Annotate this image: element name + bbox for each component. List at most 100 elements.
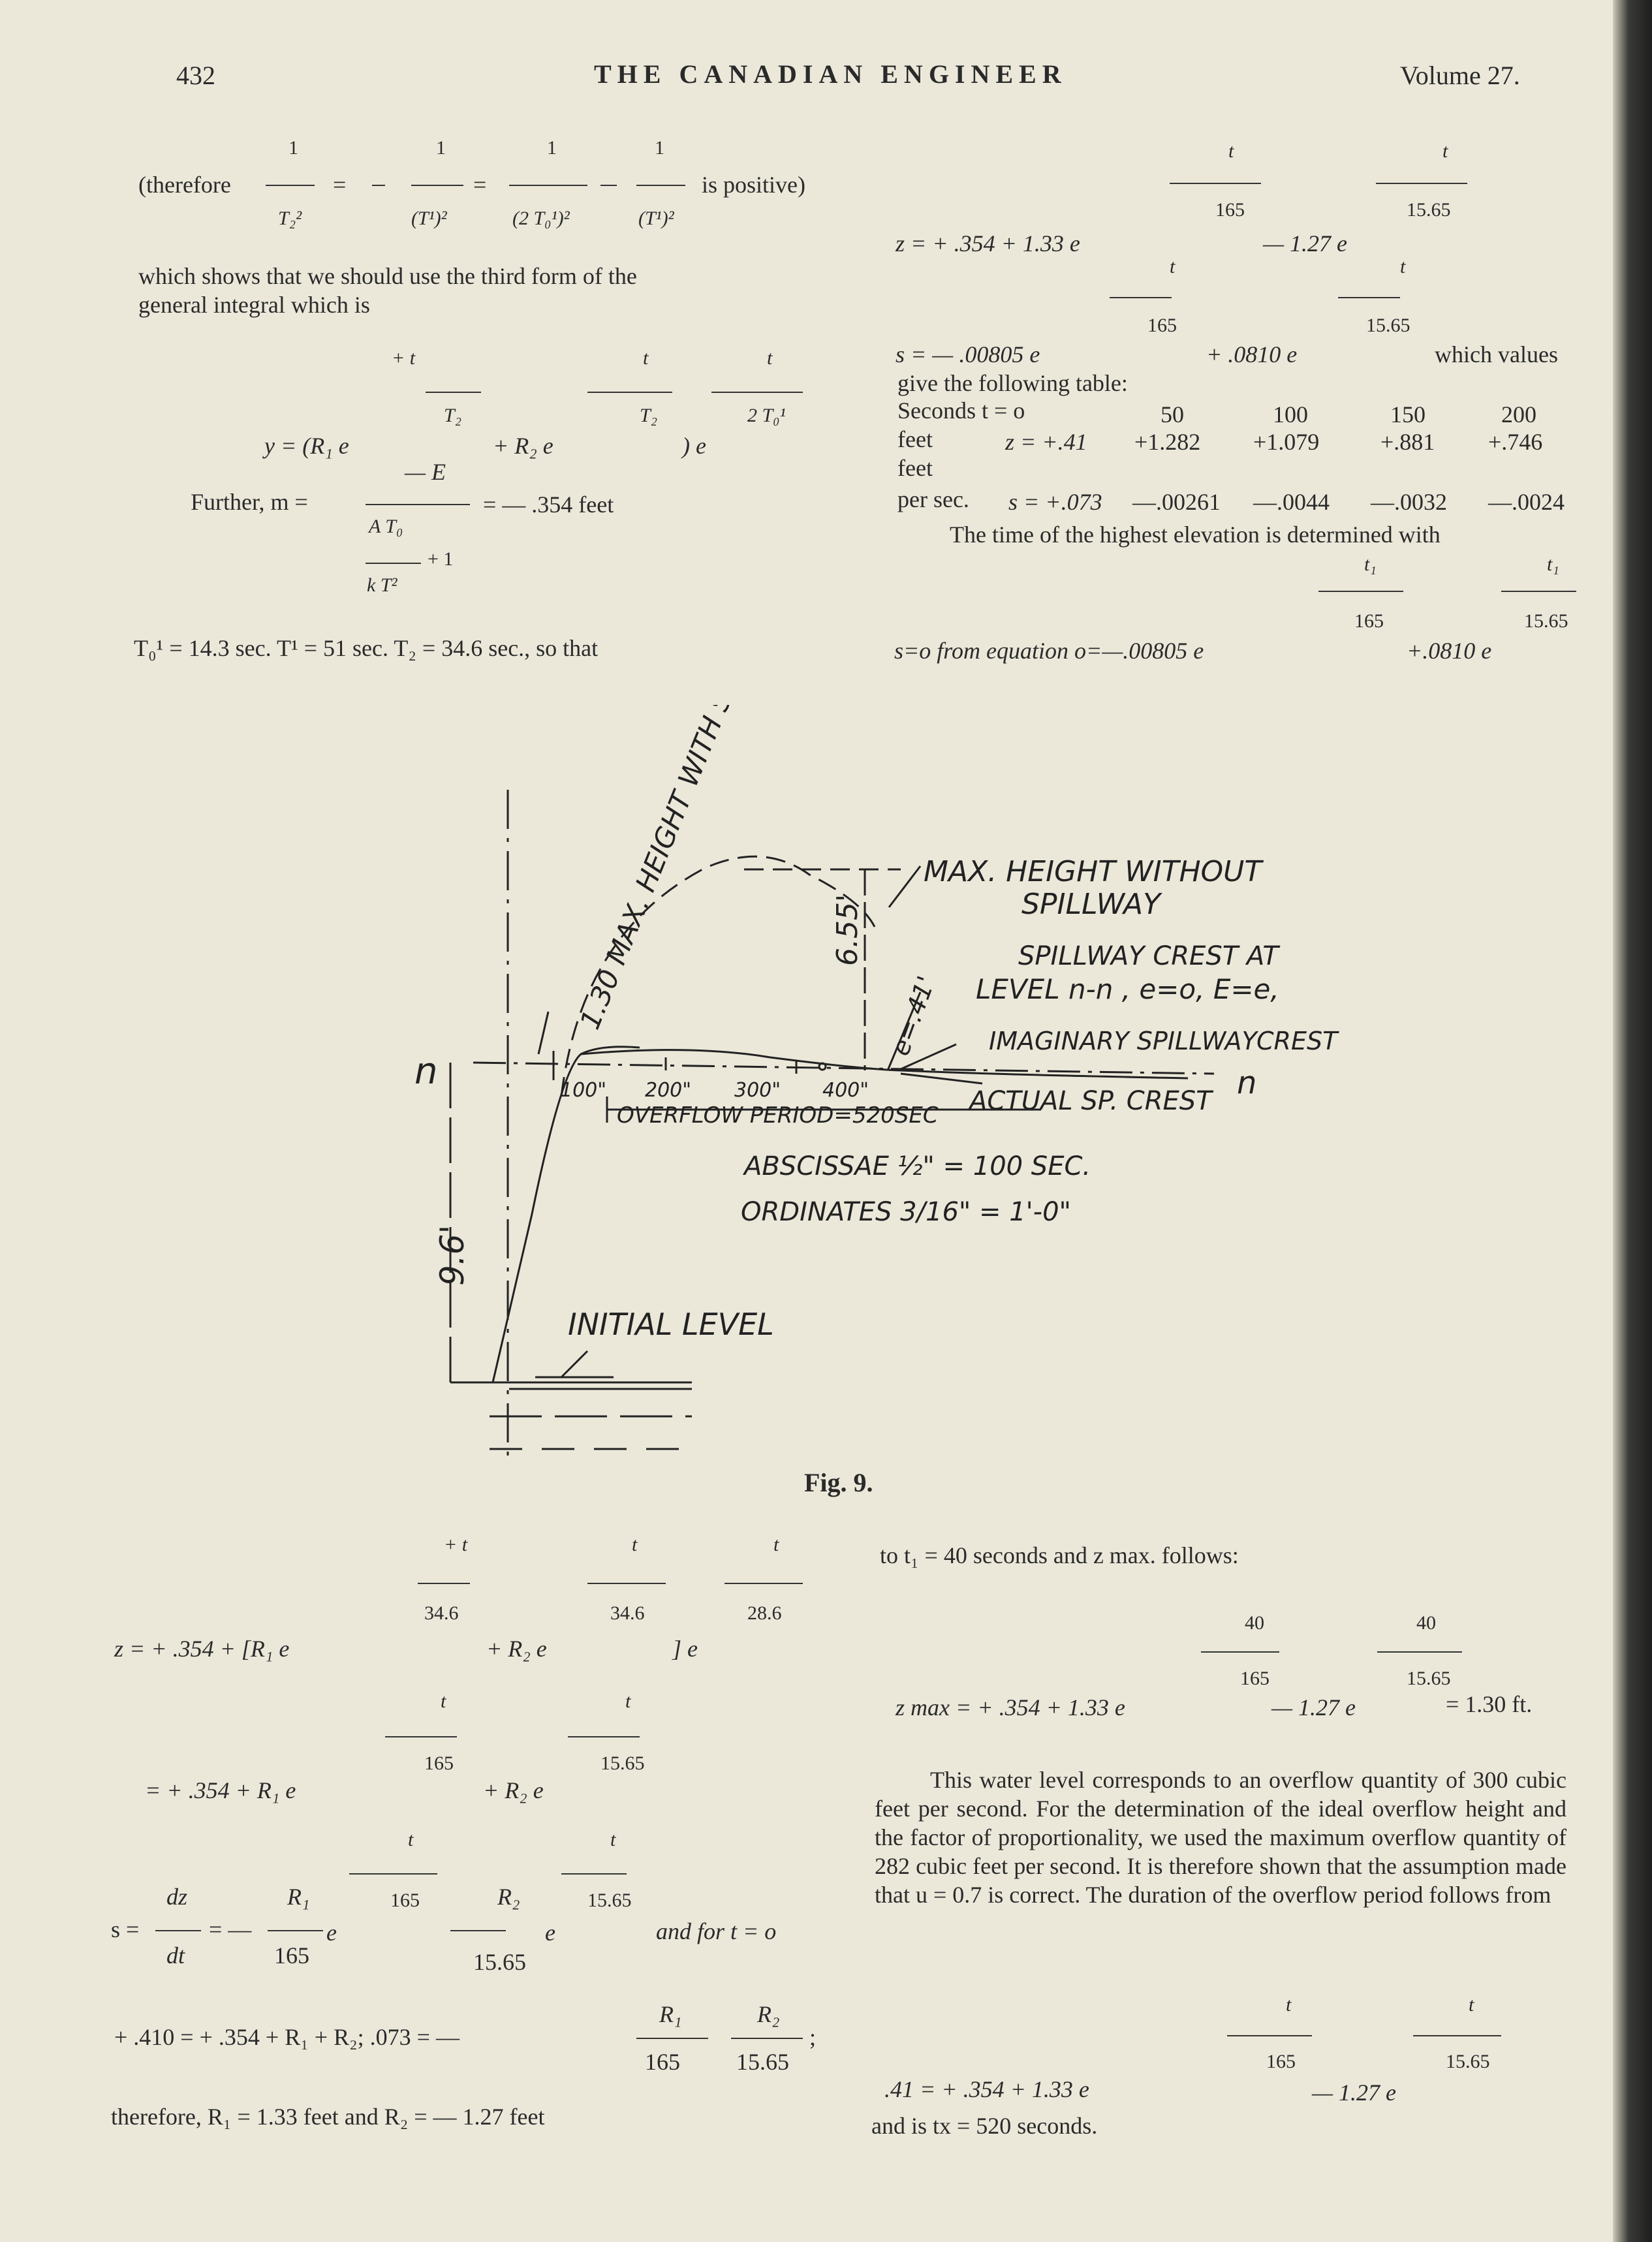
table-seconds: 200	[1501, 401, 1536, 428]
r2: R₂	[497, 1884, 520, 1910]
max-height-without-1: MAX. HEIGHT WITHOUT	[924, 855, 1264, 888]
denom-1565: 15.65	[600, 1752, 645, 1774]
denom-1565: 15.65	[1407, 199, 1451, 221]
actual-crest-label: ACTUAL SP. CREST	[967, 1086, 1214, 1116]
denom-165: 165	[390, 1890, 420, 1911]
exp-t: t	[610, 1829, 616, 1850]
z2-equation: = + .354 + R₁ e	[145, 1777, 296, 1803]
s-equation: s = — .00805 e	[896, 341, 1040, 367]
exp-t: t	[441, 1690, 446, 1712]
plus-r2: + R₂ e	[493, 433, 553, 459]
exp-t: t	[1228, 140, 1234, 162]
table-z: +1.079	[1253, 429, 1320, 455]
y-equation: y = (R₁ e	[264, 433, 349, 459]
init-1565: 15.65	[736, 2049, 789, 2075]
frac-den: T₂²	[278, 208, 302, 229]
table-z-label: z = +.41	[1005, 429, 1087, 455]
close-e: ) e	[682, 433, 706, 459]
denom-165: 165	[1147, 315, 1177, 336]
max-height-without-2: SPILLWAY	[1021, 888, 1162, 921]
initial-level-label: INITIAL LEVEL	[568, 1307, 774, 1342]
tick-100: 100"	[560, 1079, 606, 1102]
z1-close: ] e	[672, 1636, 698, 1662]
e-symbol: e	[326, 1920, 337, 1946]
exponent-den: 34.6	[424, 1602, 459, 1624]
dim-96: 9.6'	[433, 1225, 471, 1286]
text-line: which shows that we should use the third…	[138, 263, 637, 289]
frac-num: 1	[436, 137, 446, 159]
imaginary-crest-label: IMAGINARY SPILLWAYCREST	[989, 1027, 1339, 1055]
volume-label: Volume 27.	[1400, 61, 1520, 90]
final-minus: — 1.27 e	[1312, 2079, 1396, 2106]
denom-165: 165	[1266, 2051, 1296, 2072]
forty: 40	[1245, 1612, 1264, 1634]
zmax-equation: z max = + .354 + 1.33 e	[896, 1694, 1125, 1720]
ordinates-label: ORDINATES 3/16" = 1'-0"	[741, 1197, 1071, 1227]
t1: t₁	[1364, 553, 1377, 575]
n-right: n	[1237, 1065, 1256, 1101]
frac-den: (2 T₀¹)²	[512, 208, 570, 229]
tick-300: 300"	[734, 1079, 781, 1102]
denom-1565: 15.65	[1446, 2051, 1490, 2072]
z1-plus: + R₂ e	[486, 1636, 547, 1662]
table-seconds-label: Seconds t = o	[897, 397, 1025, 424]
t-values: T₀¹ = 14.3 sec. T¹ = 51 sec. T₂ = 34.6 s…	[134, 635, 599, 661]
table-s: —.0024	[1488, 489, 1565, 515]
tick-200: 200"	[645, 1079, 691, 1102]
z1-equation: z = + .354 + [R₁ e	[114, 1636, 290, 1662]
table-s-label: s = +.073	[1008, 489, 1102, 515]
exponent: t	[773, 1534, 779, 1555]
zmax-minus: — 1.27 e	[1271, 1694, 1356, 1720]
eq-minus: = —	[209, 1916, 252, 1942]
final-line: and is tx = 520 seconds.	[871, 2113, 1098, 2139]
table-s: —.00261	[1132, 489, 1221, 515]
exponent-den: T₂	[444, 405, 462, 426]
table-per-sec: per sec.	[897, 486, 969, 512]
exponent: + t	[392, 347, 416, 369]
abscissae-label: ABSCISSAE ½" = 100 SEC.	[742, 1151, 1091, 1181]
exponent-den: 2 T₀¹	[747, 405, 786, 426]
init-r2: R₂	[757, 2001, 780, 2027]
therefore-open: (therefore	[138, 172, 231, 198]
spillway-diagram: 1.30 MAX. HEIGHT WITH SPILLWAY MAX. HEIG…	[414, 705, 1339, 1456]
t1: t₁	[1547, 553, 1559, 575]
e-symbol: e	[545, 1920, 555, 1946]
figure-caption: Fig. 9.	[804, 1468, 873, 1497]
binding-gutter	[1613, 0, 1652, 2242]
denom-1565: 15.65	[473, 1949, 526, 1975]
dz: dz	[166, 1884, 188, 1910]
denom-165: 165	[1215, 199, 1245, 221]
is-positive: is positive)	[702, 172, 805, 198]
m-value: = — .354 feet	[483, 491, 614, 518]
forty: 40	[1416, 1612, 1436, 1634]
table-z: +.881	[1380, 429, 1435, 455]
text-line: general integral which is	[138, 292, 370, 318]
table-seconds: 50	[1161, 401, 1184, 428]
exp-t: t	[1170, 256, 1176, 277]
crest-label-1: SPILLWAY CREST AT	[1018, 941, 1281, 971]
z-minus: — 1.27 e	[1263, 230, 1347, 257]
give-table: give the following table:	[897, 370, 1128, 396]
equals: =	[473, 172, 487, 198]
denom-1565: 15.65	[587, 1890, 632, 1911]
tick-400: 400"	[822, 1079, 869, 1102]
exponent: t	[632, 1534, 638, 1555]
denom-165: 165	[1240, 1668, 1270, 1689]
frac-den: (T¹)²	[638, 208, 674, 229]
r1: R₁	[287, 1884, 310, 1910]
exponent-den: T₂	[640, 405, 658, 426]
dim-655: 6.55'	[831, 894, 864, 966]
frac-den: (T¹)²	[411, 208, 447, 229]
final-equation: .41 = + .354 + 1.33 e	[884, 2076, 1089, 2102]
init-165: 165	[645, 2049, 680, 2075]
denom-165: 165	[424, 1752, 454, 1774]
further-m: Further, m =	[191, 489, 308, 515]
dt: dt	[166, 1942, 185, 1969]
crest-label-2: LEVEL n-n , e=o, E=e,	[976, 973, 1279, 1005]
to-t1-line: to t₁ = 40 seconds and z max. follows:	[880, 1542, 1239, 1568]
z2-plus: + R₂ e	[483, 1777, 544, 1803]
frac-num: 1	[288, 137, 298, 159]
highest-line: The time of the highest elevation is det…	[950, 522, 1441, 548]
table-seconds: 150	[1390, 401, 1426, 428]
